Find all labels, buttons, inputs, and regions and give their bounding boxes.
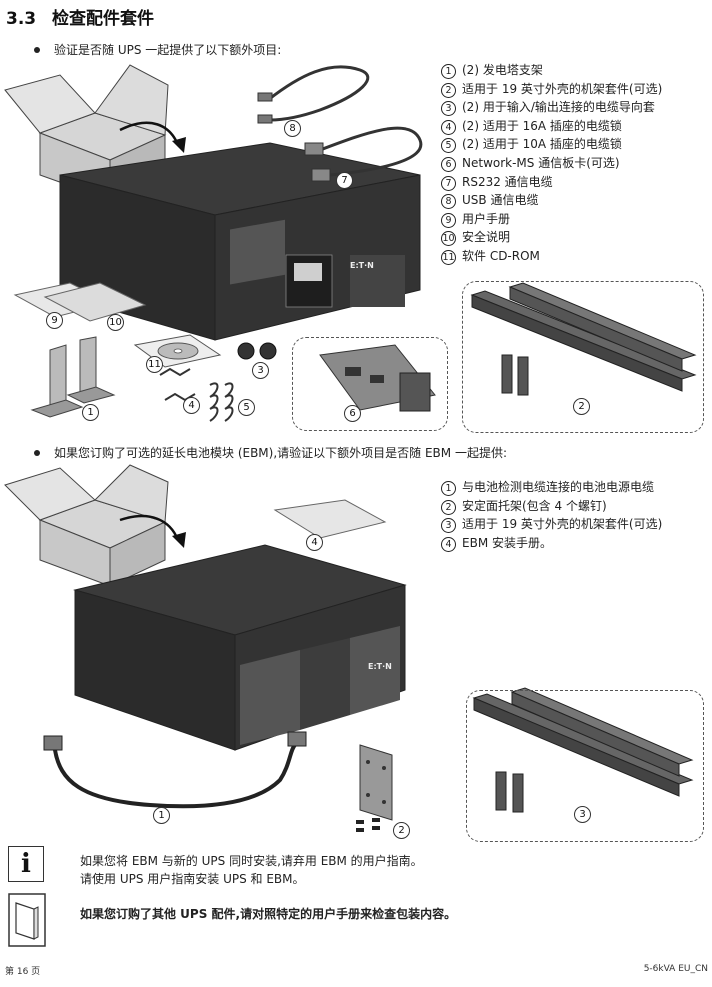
rack-kit-drawing <box>470 282 697 396</box>
brand-logo: E:T·N <box>350 261 374 270</box>
callout-2: 2 <box>573 398 590 415</box>
open-box-drawing <box>4 464 169 587</box>
rs232-cable-drawing <box>304 126 423 182</box>
callout-5: 5 <box>238 399 255 416</box>
usb-cable-drawing <box>257 65 370 124</box>
callout-9: 9 <box>46 312 63 329</box>
callout-4: 4 <box>306 534 323 551</box>
document-icon <box>8 893 46 947</box>
callout-3: 3 <box>574 806 591 823</box>
rack-kit-drawing <box>472 687 694 813</box>
ebm-manual-drawing <box>273 499 387 539</box>
info-note-line: 请使用 UPS 用户指南安装 UPS 和 EBM。 <box>80 872 305 886</box>
network-card-box <box>292 337 448 431</box>
list-item: 3(2) 用于输入/输出连接的电缆导向套 <box>441 98 662 117</box>
info-note: 如果您将 EBM 与新的 UPS 同时安装,请弃用 EBM 的用户指南。 请使用… <box>80 852 423 888</box>
callout-3: 3 <box>252 362 269 379</box>
battery-cable-drawing <box>43 731 307 809</box>
list-item: 5(2) 适用于 10A 插座的电缆锁 <box>441 135 662 154</box>
unpack-arrow <box>119 514 180 541</box>
section-number: 3.3 <box>6 9 37 29</box>
network-card-drawing <box>319 344 436 412</box>
callout-7: 7 <box>336 172 353 189</box>
section-title: 检查配件套件 <box>52 9 154 29</box>
callout-11: 11 <box>146 356 163 373</box>
callout-6: 6 <box>344 405 361 422</box>
doc-note: 如果您订购了其他 UPS 配件,请对照特定的用户手册来检查包装内容。 <box>80 907 457 921</box>
bullet-ebm-text: 如果您订购了可选的延长电池模块 (EBM),请验证以下额外项目是否随 EBM 一… <box>54 446 508 460</box>
callout-2: 2 <box>393 822 410 839</box>
unpack-arrow <box>119 121 180 146</box>
ebm-brand-logo: E:T·N <box>368 662 392 671</box>
doc-code: 5-6kVA EU_CN <box>643 964 708 974</box>
info-note-line: 如果您将 EBM 与新的 UPS 同时安装,请弃用 EBM 的用户指南。 <box>80 854 423 868</box>
ebm-unit-drawing <box>73 544 407 751</box>
bullet-dot <box>34 450 40 456</box>
list-item: 4(2) 适用于 16A 插座的电缆锁 <box>441 117 662 136</box>
cable-locks-drawing <box>159 367 234 422</box>
ebm-kit-illustration <box>4 464 694 832</box>
callout-8: 8 <box>284 120 301 137</box>
ups-kit-illustration <box>4 64 697 422</box>
bullet-ebm-items: 如果您订购了可选的延长电池模块 (EBM),请验证以下额外项目是否随 EBM 一… <box>34 444 507 461</box>
bullet-ups-text: 验证是否随 UPS 一起提供了以下额外项目: <box>54 43 282 57</box>
tower-stands-drawing <box>30 336 116 418</box>
cable-guides-drawing <box>237 342 277 360</box>
stabilizer-bracket-drawing <box>356 744 393 832</box>
callout-4: 4 <box>183 397 200 414</box>
callout-1: 1 <box>82 404 99 421</box>
bullet-ups-items: 验证是否随 UPS 一起提供了以下额外项目: <box>34 41 281 58</box>
list-item: 1(2) 发电塔支架 <box>441 61 662 80</box>
callout-10: 10 <box>107 314 124 331</box>
page-number: 第 16 页 <box>5 967 41 977</box>
rack-kit-box <box>462 281 704 433</box>
ebm-rack-kit-box <box>466 690 704 842</box>
info-icon: i <box>8 846 44 882</box>
callout-1: 1 <box>153 807 170 824</box>
bullet-dot <box>34 47 40 53</box>
section-heading: 3.3 检查配件套件 <box>6 4 154 29</box>
manuals-drawing <box>13 282 147 322</box>
